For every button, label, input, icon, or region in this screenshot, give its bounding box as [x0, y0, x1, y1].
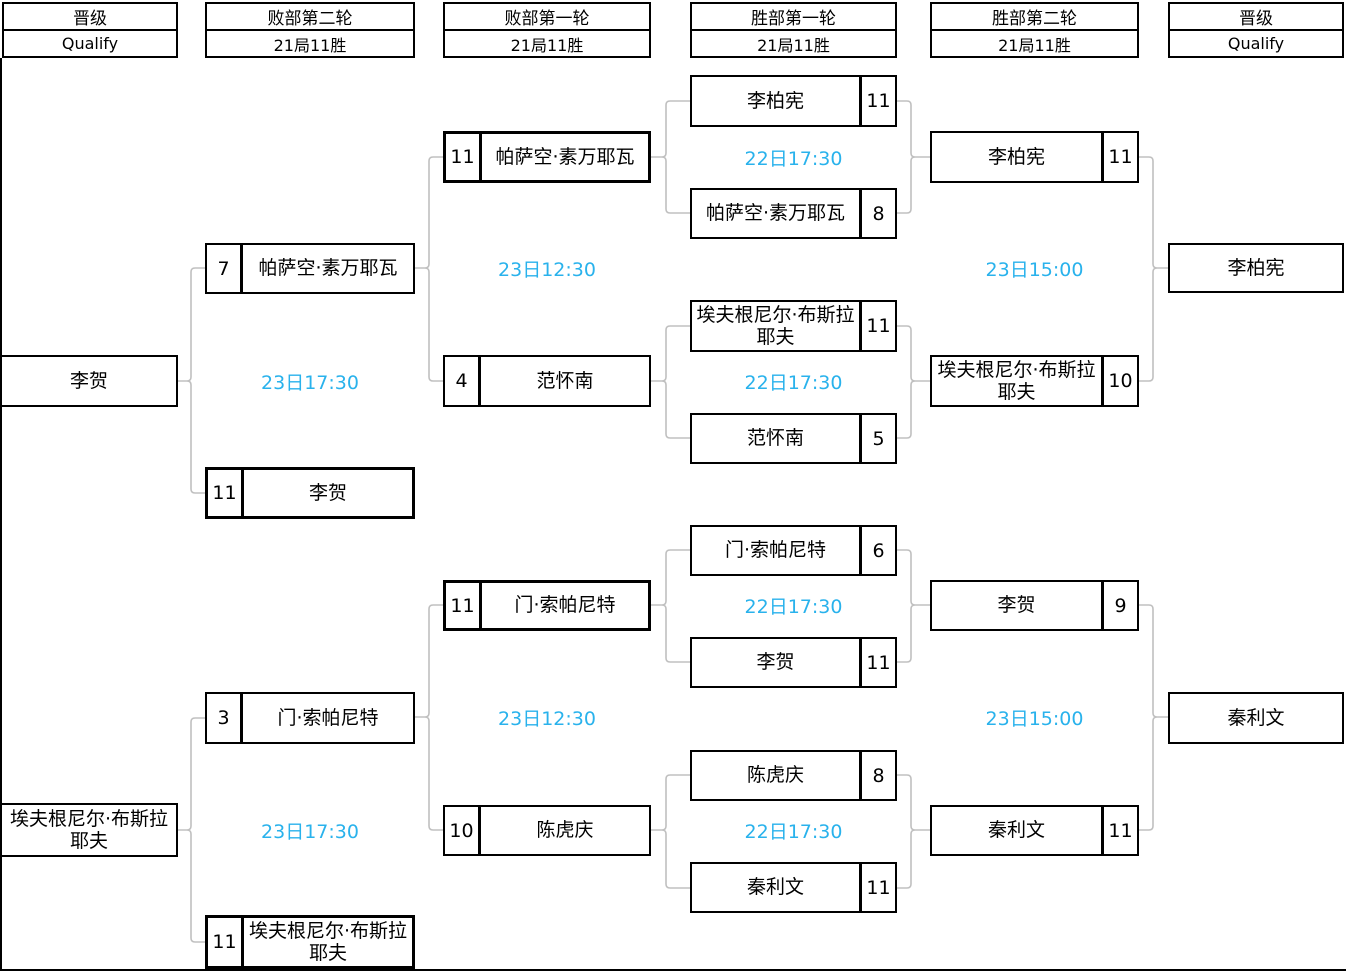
wr2-match1-top-box: 李柏宪 11: [930, 131, 1139, 183]
score-cell: 11: [446, 583, 482, 628]
wr1-match2-time: 22日17:30: [744, 371, 843, 394]
qualify-right-box-1: 李柏宪: [1168, 243, 1344, 293]
wr1-match3-bottom-box: 李贺 11: [690, 637, 897, 688]
wr1-match2-bottom-box: 范怀南 5: [690, 413, 897, 464]
player-name-cell: 秦利文: [746, 876, 804, 899]
score-cell: 11: [208, 470, 244, 516]
score-cell: 10: [1101, 357, 1137, 405]
score-cell: 3: [207, 694, 243, 742]
header-round-label: 胜部第一轮: [692, 4, 895, 31]
lr1-match1-time: 23日12:30: [498, 258, 596, 281]
player-name-cell: 门·索帕尼特: [724, 539, 827, 562]
header-sub-label: Qualify: [61, 34, 119, 53]
lr1-match1-top-box: 11 帕萨空·素万耶瓦: [443, 131, 651, 183]
wr1-match2-top-box: 埃夫根尼尔·布斯拉耶夫 11: [690, 300, 897, 352]
score-cell: 5: [859, 415, 895, 462]
wr1-match3-time: 22日17:30: [744, 595, 843, 618]
header-losers-round2: 败部第二轮 21局11胜: [205, 2, 415, 58]
player-name-cell: 埃夫根尼尔·布斯拉耶夫: [248, 919, 408, 964]
qualify-left-box-2: 埃夫根尼尔·布斯拉耶夫: [0, 803, 178, 857]
player-name-cell: 埃夫根尼尔·布斯拉耶夫: [696, 303, 855, 348]
player-name: 李贺: [69, 369, 108, 392]
score-cell: 8: [859, 752, 895, 799]
qualify-right-box-2: 秦利文: [1168, 692, 1344, 744]
wr2-match2-bottom-box: 秦利文 11: [930, 805, 1139, 856]
player-name-cell: 帕萨空·素万耶瓦: [705, 202, 846, 225]
header-sub-label: 21局11胜: [510, 35, 584, 55]
lr2-match2-bottom-box: 11 埃夫根尼尔·布斯拉耶夫: [205, 915, 415, 969]
player-name-cell: 秦利文: [987, 819, 1045, 842]
wr1-match3-top-box: 门·索帕尼特 6: [690, 525, 897, 576]
player-name: 秦利文: [1227, 706, 1285, 729]
lr1-match2-bottom-box: 10 陈虎庆: [443, 805, 651, 856]
wr2-match2-time: 23日15:00: [985, 707, 1084, 730]
score-cell: 8: [859, 190, 895, 237]
score-cell: 11: [859, 639, 895, 686]
lr2-match1-time: 23日17:30: [261, 371, 359, 394]
wr2-match1-bottom-box: 埃夫根尼尔·布斯拉耶夫 10: [930, 355, 1139, 407]
header-round-label: 胜部第二轮: [932, 4, 1137, 31]
wr1-match4-bottom-box: 秦利文 11: [690, 862, 897, 913]
header-round-label: 晋级: [1170, 4, 1342, 31]
player-name-cell: 帕萨空·素万耶瓦: [495, 145, 635, 168]
score-cell: 9: [1101, 582, 1137, 629]
score-cell: 11: [859, 864, 895, 911]
header-sub-label: 21局11胜: [273, 35, 347, 55]
player-name-cell: 门·索帕尼特: [514, 594, 616, 617]
score-cell: 11: [859, 77, 895, 125]
header-round-label: 败部第二轮: [207, 4, 413, 31]
player-name-cell: 范怀南: [746, 427, 804, 450]
header-sub-label: 21局11胜: [998, 35, 1071, 55]
score-cell: 11: [1101, 807, 1137, 854]
wr1-match4-top-box: 陈虎庆 8: [690, 750, 897, 801]
lr2-match2-time: 23日17:30: [261, 820, 359, 843]
player-name: 埃夫根尼尔·布斯拉耶夫: [9, 807, 169, 852]
player-name-cell: 埃夫根尼尔·布斯拉耶夫: [937, 358, 1096, 403]
qualify-left-box-1: 李贺: [0, 355, 178, 407]
score-cell: 11: [446, 134, 482, 180]
player-name-cell: 陈虎庆: [746, 764, 804, 787]
score-cell: 4: [445, 357, 481, 405]
wr1-match4-time: 22日17:30: [744, 820, 843, 843]
header-round-label: 败部第一轮: [445, 4, 649, 31]
player-name-cell: 陈虎庆: [536, 819, 594, 842]
header-round-label: 晋级: [4, 4, 176, 31]
wr1-match1-time: 22日17:30: [744, 147, 843, 170]
header-losers-round1: 败部第一轮 21局11胜: [443, 2, 651, 58]
score-cell: 11: [208, 918, 244, 966]
score-cell: 7: [207, 245, 243, 292]
header-sub-label: 21局11胜: [757, 35, 830, 55]
player-name-cell: 李贺: [756, 651, 795, 674]
player-name: 李柏宪: [1227, 256, 1285, 279]
score-cell: 11: [859, 302, 895, 350]
header-winners-round2: 胜部第二轮 21局11胜: [930, 2, 1139, 58]
header-winners-round1: 胜部第一轮 21局11胜: [690, 2, 897, 58]
score-cell: 10: [445, 807, 481, 854]
player-name-cell: 门·索帕尼特: [277, 706, 379, 729]
wr2-match1-time: 23日15:00: [985, 258, 1084, 281]
wr1-match1-bottom-box: 帕萨空·素万耶瓦 8: [690, 188, 897, 239]
lr2-match1-bottom-box: 11 李贺: [205, 467, 415, 519]
wr2-match2-top-box: 李贺 9: [930, 580, 1139, 631]
score-cell: 6: [859, 527, 895, 574]
player-name-cell: 李柏宪: [746, 89, 804, 112]
lr1-match2-time: 23日12:30: [498, 707, 596, 730]
player-name-cell: 范怀南: [536, 369, 594, 392]
player-name-cell: 帕萨空·素万耶瓦: [258, 257, 398, 280]
lr1-match2-top-box: 11 门·索帕尼特: [443, 580, 651, 631]
lr2-match1-top-box: 7 帕萨空·素万耶瓦: [205, 243, 415, 294]
header-qualify-left: 晋级 Qualify: [2, 2, 178, 58]
wr1-match1-top-box: 李柏宪 11: [690, 75, 897, 127]
player-name-cell: 李柏宪: [987, 145, 1045, 168]
player-name-cell: 李贺: [308, 481, 347, 504]
header-qualify-right: 晋级 Qualify: [1168, 2, 1344, 58]
lr1-match1-bottom-box: 4 范怀南: [443, 355, 651, 407]
score-cell: 11: [1101, 133, 1137, 181]
lr2-match2-top-box: 3 门·索帕尼特: [205, 692, 415, 744]
header-sub-label: Qualify: [1227, 34, 1285, 53]
player-name-cell: 李贺: [997, 594, 1036, 617]
